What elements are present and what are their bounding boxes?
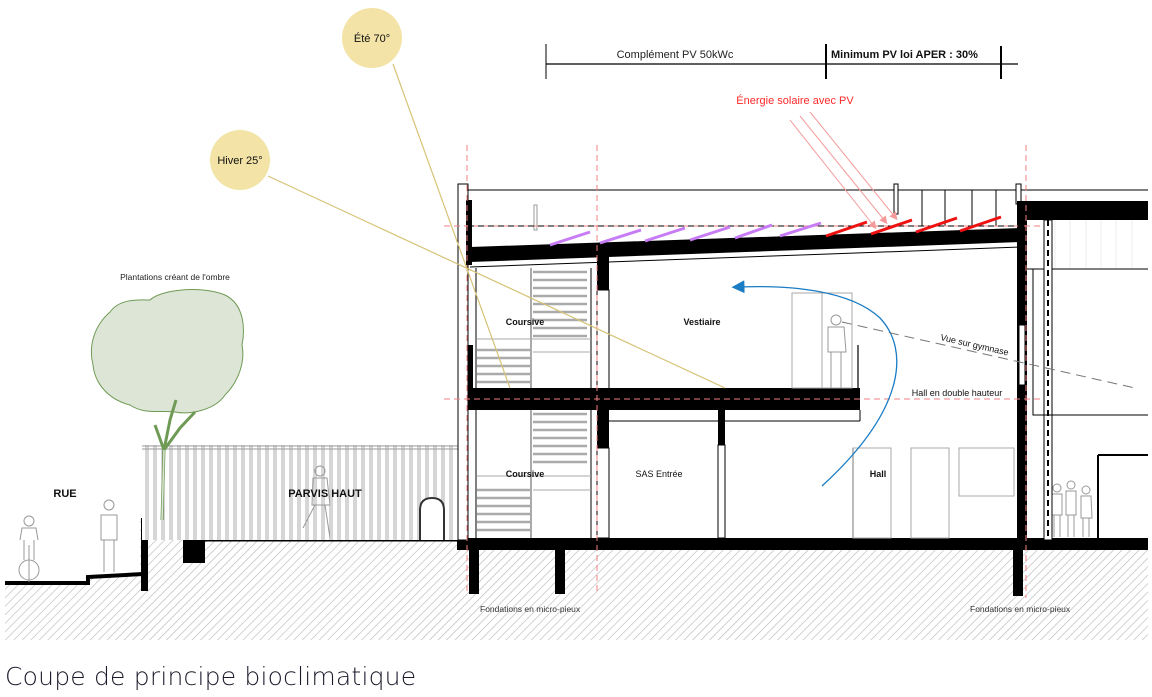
pv-panel [779, 221, 822, 238]
pv-panel [689, 225, 731, 242]
foundations-left-label: Fondations en micro-pieux [480, 604, 581, 614]
sun-rays [267, 63, 726, 389]
solar-energy-label: Énergie solaire avec PV [736, 94, 854, 107]
air-flow-arrow [731, 280, 898, 487]
person-parvis [302, 465, 331, 539]
bioclimatic-section-drawing: Été 70° Hiver 25° Complément PV 50kWc Mi… [5, 8, 1148, 640]
sas-entree-label: SAS Entrée [635, 469, 682, 479]
parvis-label: PARVIS HAUT [288, 488, 362, 500]
view-gym-label: Vue sur gymnase [940, 332, 1010, 357]
pv-minimum-panels [825, 215, 1002, 238]
pv-complement-panels [549, 221, 822, 247]
pv-panel [870, 218, 913, 236]
fence [142, 445, 458, 540]
hall-double-height-label: Hall en double hauteur [912, 388, 1003, 398]
pv-dimension [545, 44, 1018, 79]
structural-axes [444, 145, 1040, 598]
pv-minimum-label: Minimum PV loi APER : 30% [831, 49, 978, 61]
pv-panel [644, 226, 686, 243]
coursive-lower-label: Coursive [506, 469, 545, 479]
sun-summer: Été 70° [342, 8, 402, 68]
figure-caption: Coupe de principe bioclimatique [5, 662, 417, 691]
solar-energy-rays [789, 111, 898, 230]
coursive-upper-label: Coursive [506, 317, 545, 327]
people-street [18, 499, 118, 582]
people-gym [1051, 480, 1093, 537]
tree [90, 289, 244, 521]
summer-angle-label: Été 70° [354, 32, 390, 45]
vestiaire-label: Vestiaire [683, 317, 720, 327]
foundations-right-label: Fondations en micro-pieux [970, 604, 1071, 614]
hall-label: Hall [870, 469, 887, 479]
pv-complement-label: Complément PV 50kWc [617, 49, 734, 61]
pv-panel [825, 220, 868, 238]
rue-label: RUE [53, 488, 76, 500]
plantations-label: Plantations créant de l'ombre [120, 272, 230, 282]
winter-angle-label: Hiver 25° [217, 155, 262, 167]
pv-panel [959, 215, 1002, 233]
view-line [841, 321, 1136, 389]
ground [5, 516, 1148, 640]
building [457, 183, 1148, 541]
pv-panel [915, 216, 958, 234]
pv-panel [599, 228, 642, 245]
sun-winter: Hiver 25° [210, 130, 270, 190]
pv-panel [549, 230, 591, 247]
pv-panel [734, 223, 773, 240]
